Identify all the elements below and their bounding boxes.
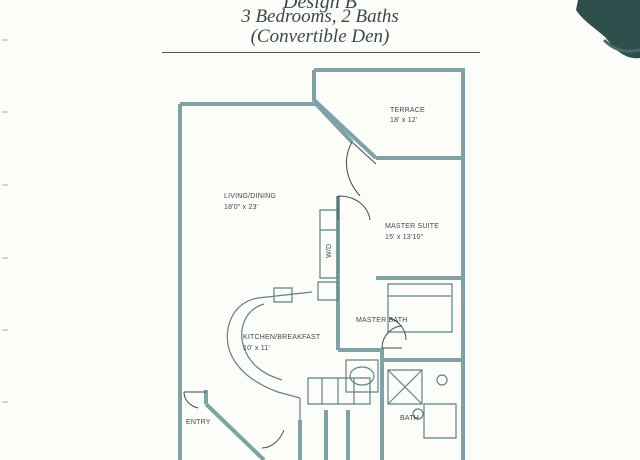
den-subtitle: (Convertible Den) [250, 26, 390, 47]
master-door-swing-2 [337, 195, 371, 221]
living-label: LIVING/DINING [224, 193, 276, 200]
master-bath-door-swing [389, 317, 407, 341]
header-rule [162, 52, 480, 53]
tub-basin [349, 366, 375, 386]
toilet-2 [412, 408, 424, 420]
living-dims: 18'0" x 23' [224, 204, 258, 211]
terrace-wall [312, 68, 465, 160]
kitchen-dims: 10' x 11' [243, 345, 270, 352]
master-door-swing [345, 141, 377, 197]
bath-door-swing [381, 325, 403, 349]
bottom-walls [298, 410, 350, 460]
design-title: Design B [283, 0, 357, 13]
bath-fixtures [387, 369, 423, 405]
bath-walls [338, 348, 463, 460]
corner-blob [576, 0, 640, 59]
bottom-door-swing [261, 429, 285, 449]
bottom-cabinets [307, 377, 371, 405]
bedrooms-subtitle: 3 Bedrooms, 2 Baths [241, 6, 399, 27]
kitchen-sink [273, 287, 293, 303]
entry-door-swing [183, 391, 206, 409]
margin-ticks [2, 39, 8, 403]
kitchen-counter [257, 291, 313, 420]
master-closet [387, 283, 453, 333]
bath-label: BATH [400, 415, 419, 422]
living-diagonal-wall [314, 102, 354, 144]
bath-tub [345, 359, 379, 393]
master-label: MASTER SUITE [385, 223, 439, 230]
toilet-1 [436, 374, 448, 386]
wd-label: W/D [326, 244, 333, 258]
wd-closet [319, 209, 339, 279]
kitchen-label: KITCHEN/BREAKFAST [243, 334, 321, 341]
master-bath-label: MASTER BATH [356, 317, 407, 324]
bath2-box [423, 403, 457, 439]
pantry-box [317, 281, 339, 301]
kitchen-inner-curve [241, 303, 283, 381]
kitchen-curved-wall [226, 297, 301, 399]
corner-blob-edge [602, 38, 640, 53]
master-dims: 15' x 13'10" [385, 234, 424, 241]
terrace-label: TERRACE [390, 107, 425, 114]
entry-label: ENTRY [186, 419, 211, 426]
terrace-dims: 18' x 12' [390, 117, 417, 124]
